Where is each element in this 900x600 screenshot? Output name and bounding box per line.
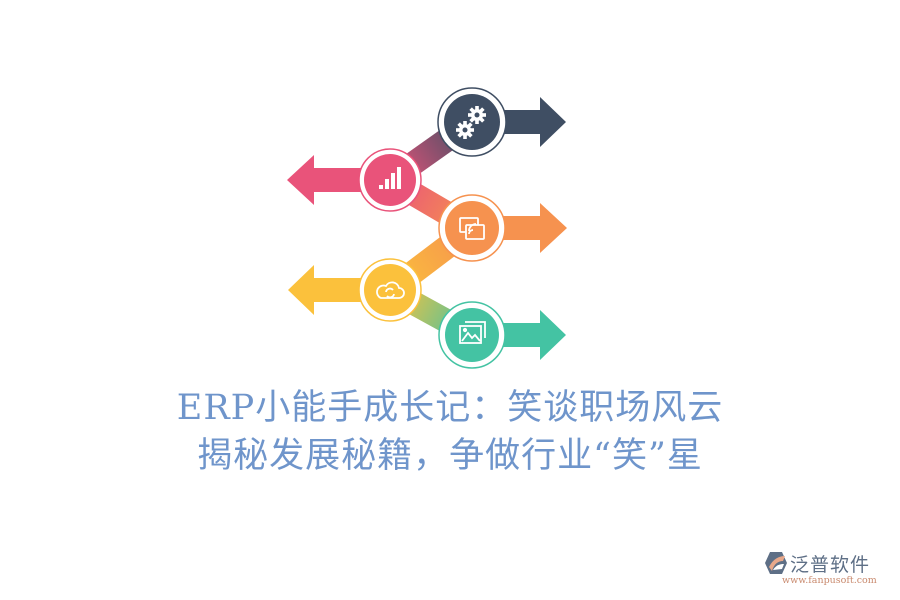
cloud-sync-icon <box>376 281 405 299</box>
image-gallery-icon <box>459 321 486 344</box>
title-line-1: ERP小能手成长记：笑谈职场风云 <box>176 388 724 428</box>
gears-icon <box>456 106 486 139</box>
fanpu-logo-icon <box>765 552 787 574</box>
arrow-right-icon <box>472 203 567 253</box>
arrow-right-icon <box>472 310 566 360</box>
arrow-right-icon <box>472 97 566 147</box>
screen-cast-icon <box>459 217 485 240</box>
logo-brand-name: 泛普软件 <box>790 554 871 576</box>
step-1-gears <box>437 87 566 157</box>
brand-logo: 泛普软件 www.fanpusoft.com <box>760 548 900 588</box>
step-4-cloud-sync <box>288 258 422 322</box>
arrow-left-icon <box>288 265 390 315</box>
bar-chart-icon <box>379 167 401 189</box>
logo-url: www.fanpusoft.com <box>782 575 877 586</box>
step-5-image-gallery <box>438 301 566 369</box>
title-line-2: 揭秘发展秘籍，争做行业“笑”星 <box>197 436 703 476</box>
step-3-screen-cast <box>438 194 567 262</box>
arrow-left-icon <box>287 155 390 205</box>
zigzag-arrow-infographic <box>287 87 567 369</box>
step-2-bar-chart <box>287 148 422 212</box>
